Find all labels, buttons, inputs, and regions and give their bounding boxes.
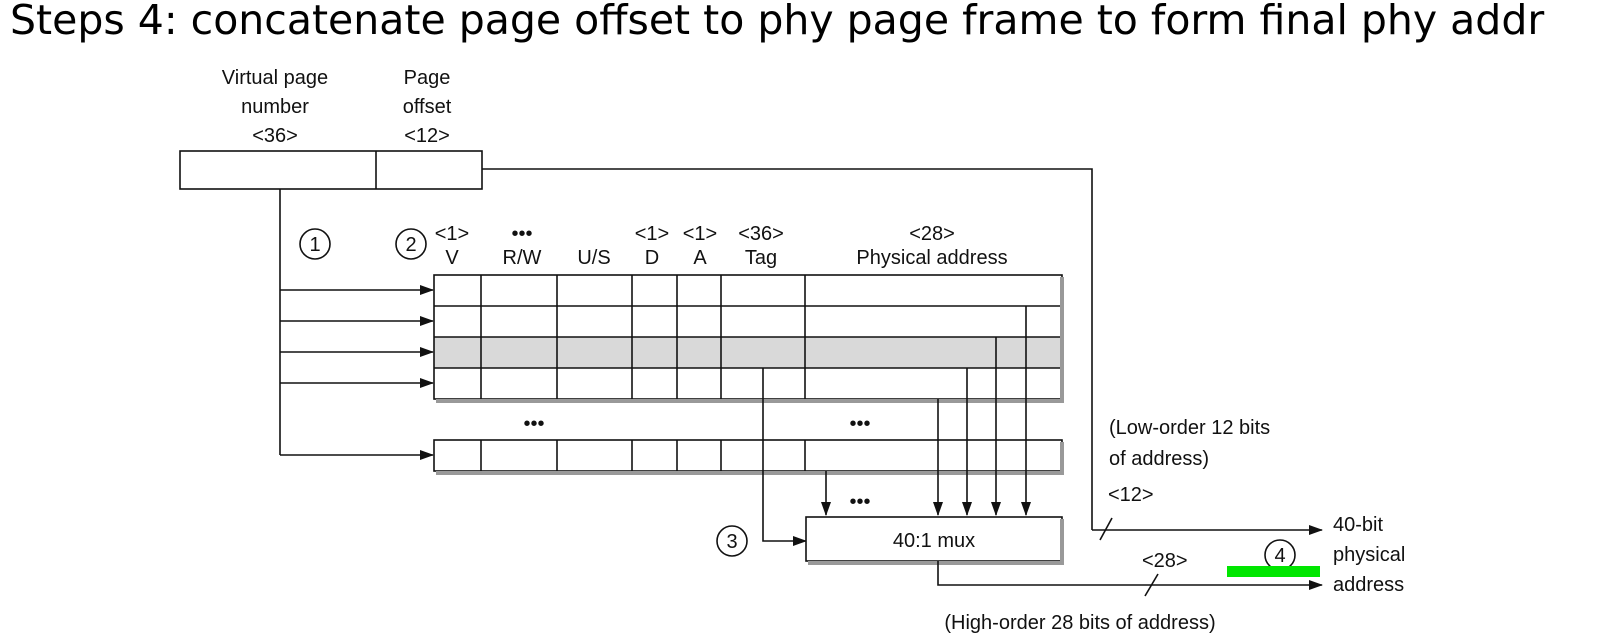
vpn-label: Virtual page number <36> [222, 67, 328, 147]
col-v-width: <1> [435, 223, 469, 245]
mux-label: 40:1 mux [893, 530, 975, 552]
col-us-name: U/S [577, 247, 610, 269]
col-rw-width: ••• [511, 223, 532, 245]
step-1-number: 1 [309, 234, 320, 256]
col-pa-width: <28> [909, 223, 955, 245]
col-tag-width: <36> [738, 223, 784, 245]
step-4-number: 4 [1274, 545, 1285, 567]
step-2-marker: 2 [395, 228, 427, 260]
mux-input-ellipsis: ••• [849, 491, 870, 513]
low-order-slash [1099, 517, 1113, 541]
col-a-name: A [693, 247, 707, 269]
output-label-line1: 40-bit [1333, 514, 1383, 536]
step-4-marker: 4 [1264, 539, 1296, 571]
col-rw-name: R/W [503, 247, 542, 269]
high-order-slash [1144, 573, 1159, 597]
tlb-row-ellipsis-right: ••• [849, 413, 870, 435]
tlb-last-row [433, 439, 1064, 475]
low-order-note-line1: (Low-order 12 bits [1109, 417, 1270, 439]
vpn-label-line1: Virtual page [222, 67, 328, 89]
pa-lines-to-mux: ••• [821, 306, 1031, 516]
high-order-note: (High-order 28 bits of address) [944, 612, 1215, 634]
high-width-label: <28> [1142, 550, 1188, 572]
tag-select-line [762, 368, 807, 546]
tlb-row-highlight [434, 337, 1062, 368]
col-d-width: <1> [635, 223, 669, 245]
offset-path [482, 168, 1093, 530]
vpn-label-width: <36> [252, 125, 298, 147]
high-order-arrow [937, 561, 1323, 590]
step-3-number: 3 [726, 531, 737, 553]
highlight-marker [1227, 566, 1320, 577]
col-pa-name: Physical address [856, 247, 1007, 269]
step-1-marker: 1 [299, 228, 331, 260]
step-3-marker: 3 [716, 525, 748, 557]
offset-label-line2: offset [403, 96, 452, 118]
output-label-line2: physical [1333, 544, 1405, 566]
vpn-label-line2: number [241, 96, 309, 118]
mux-40-to-1: 40:1 mux [805, 516, 1064, 565]
col-tag-name: Tag [745, 247, 777, 269]
offset-label-line1: Page [404, 67, 451, 89]
page-offset-label: Page offset <12> [403, 67, 452, 147]
col-a-width: <1> [683, 223, 717, 245]
step-2-number: 2 [405, 234, 416, 256]
output-label-line3: address [1333, 574, 1404, 596]
low-width-label: <12> [1108, 484, 1154, 506]
slide-title: Steps 4: concatenate page offset to phy … [10, 0, 1545, 44]
low-order-note-line2: of address) [1109, 448, 1209, 470]
tlb-row-ellipsis-left: ••• [523, 413, 544, 435]
tlb-header: <1> V ••• R/W U/S <1> D <1> A <36> Tag <… [435, 223, 1008, 269]
virtual-address-register [179, 150, 483, 190]
col-d-name: D [645, 247, 659, 269]
mux-box [805, 516, 1063, 562]
col-v-name: V [445, 247, 459, 269]
tlb-table [433, 274, 1064, 403]
offset-label-width: <12> [404, 125, 450, 147]
